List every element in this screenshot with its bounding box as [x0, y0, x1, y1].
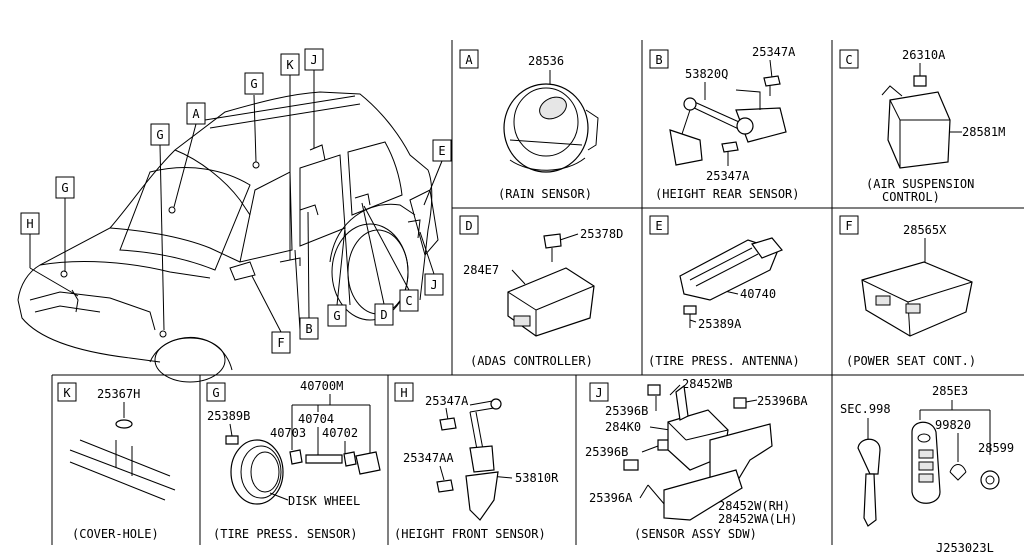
- part-26310a: 26310A: [902, 48, 946, 62]
- part-sec-998: SEC.998: [840, 402, 891, 416]
- panel-d-adas-controller: D 25378D 284E7 (ADAS CONTROLLER): [459, 215, 623, 368]
- part-25389b: 25389B: [207, 409, 250, 423]
- part-28581m: 28581M: [962, 125, 1005, 139]
- part-28536: 28536: [528, 54, 564, 68]
- svg-text:E: E: [655, 219, 662, 233]
- svg-text:H: H: [400, 386, 407, 400]
- part-25396ba: 25396BA: [757, 394, 808, 408]
- part-28452w-rh: 28452W(RH): [718, 499, 790, 513]
- vehicle-callout-g4: G: [327, 304, 347, 327]
- vehicle-callout-c: C: [399, 289, 419, 312]
- svg-text:F: F: [277, 336, 284, 350]
- caption-cover-hole: (COVER-HOLE): [72, 527, 159, 541]
- part-284e7: 284E7: [463, 263, 499, 277]
- vehicle-callout-e: E: [432, 139, 452, 162]
- part-25347a-bottom: 25347A: [706, 169, 750, 183]
- part-99820: 99820: [935, 418, 971, 432]
- panel-h-height-front-sensor: H 25347A 25347AA 53810R (HEIGHT FRONT SE…: [394, 382, 559, 541]
- part-53810r: 53810R: [515, 471, 559, 485]
- vehicle-callout-h: H: [20, 212, 40, 235]
- part-40703: 40703: [270, 426, 306, 440]
- svg-text:C: C: [845, 53, 852, 67]
- svg-text:K: K: [63, 386, 71, 400]
- part-25396b-top: 25396B: [605, 404, 648, 418]
- part-40700m: 40700M: [300, 379, 343, 393]
- panel-j-sensor-assy-sdw: J 28452WB 25396B 25396BA 284K0 25396B 25…: [585, 377, 808, 541]
- svg-text:D: D: [465, 219, 472, 233]
- caption-sensor-assy-sdw: (SENSOR ASSY SDW): [634, 527, 757, 541]
- vehicle-callout-g3: G: [55, 176, 75, 199]
- caption-air-suspension-1: (AIR SUSPENSION: [866, 177, 974, 191]
- caption-rain-sensor: (RAIN SENSOR): [498, 187, 592, 201]
- vehicle-callout-j1: J: [304, 48, 324, 71]
- svg-text:J: J: [595, 386, 602, 400]
- caption-tire-press-sensor: (TIRE PRESS. SENSOR): [213, 527, 358, 541]
- svg-text:J: J: [430, 278, 437, 292]
- part-25367h: 25367H: [97, 387, 140, 401]
- svg-text:G: G: [61, 181, 68, 195]
- caption-power-seat-cont: (POWER SEAT CONT.): [846, 354, 976, 368]
- panel-k-cover-hole: K 25367H (COVER-HOLE): [57, 382, 176, 541]
- panel-e-tire-press-antenna: E 40740 25389A (TIRE PRESS. ANTENNA): [648, 215, 800, 368]
- caption-height-front-sensor: (HEIGHT FRONT SENSOR): [394, 527, 546, 541]
- svg-text:G: G: [156, 128, 163, 142]
- panel-g-tire-press-sensor: G 40700M 25389B 40704 40703 40702 DISK W…: [206, 379, 381, 541]
- caption-height-rear-sensor: (HEIGHT REAR SENSOR): [655, 187, 800, 201]
- part-25347aa: 25347AA: [403, 451, 454, 465]
- part-284k0: 284K0: [605, 420, 641, 434]
- panel-intelligent-key: 285E3 SEC.998 99820 28599: [840, 384, 1014, 527]
- part-40740: 40740: [740, 287, 776, 301]
- part-28565x: 28565X: [903, 223, 947, 237]
- panel-grid: [51, 40, 1024, 545]
- part-disk-wheel: DISK WHEEL: [288, 494, 360, 508]
- panel-f-power-seat-cont: F 28565X (POWER SEAT CONT.): [839, 215, 976, 368]
- svg-text:B: B: [305, 322, 312, 336]
- svg-text:K: K: [286, 58, 294, 72]
- part-28452wa-lh: 28452WA(LH): [718, 512, 797, 526]
- vehicle-callout-k: K: [280, 53, 300, 76]
- part-25396a: 25396A: [589, 491, 633, 505]
- part-40702: 40702: [322, 426, 358, 440]
- part-25389a: 25389A: [698, 317, 742, 331]
- caption-air-suspension-2: CONTROL): [882, 190, 940, 204]
- vehicle-callout-b: B: [299, 317, 319, 340]
- part-28452wb: 28452WB: [682, 377, 733, 391]
- part-53820q: 53820Q: [685, 67, 728, 81]
- vehicle-callout-f: F: [271, 331, 291, 354]
- svg-text:H: H: [26, 217, 33, 231]
- panel-c-air-suspension-control: C 26310A 28581M (AIR SUSPENSION CONTROL): [839, 48, 1005, 204]
- part-25347a-front: 25347A: [425, 394, 469, 408]
- svg-text:E: E: [438, 144, 445, 158]
- part-40704: 40704: [298, 412, 334, 426]
- vehicle-callout-g2: G: [150, 123, 170, 146]
- caption-adas-controller: (ADAS CONTROLLER): [470, 354, 593, 368]
- vehicle-callout-a: A: [186, 102, 206, 125]
- vehicle-overview: G K J A G G E H: [17, 48, 452, 383]
- part-285e3: 285E3: [932, 384, 968, 398]
- svg-text:B: B: [655, 53, 662, 67]
- diagram-id: J253023L: [936, 541, 994, 555]
- svg-text:A: A: [465, 53, 473, 67]
- panel-a-rain-sensor: A 28536 (RAIN SENSOR): [459, 49, 599, 201]
- caption-tire-press-antenna: (TIRE PRESS. ANTENNA): [648, 354, 800, 368]
- svg-text:J: J: [310, 53, 317, 67]
- svg-text:D: D: [380, 308, 387, 322]
- svg-text:G: G: [212, 386, 219, 400]
- svg-text:A: A: [192, 107, 200, 121]
- vehicle-callout-d: D: [374, 303, 394, 326]
- part-28599: 28599: [978, 441, 1014, 455]
- svg-text:C: C: [405, 294, 412, 308]
- part-25347a-top: 25347A: [752, 45, 796, 59]
- vehicle-callout-j2: J: [424, 273, 444, 296]
- part-25378d: 25378D: [580, 227, 623, 241]
- panel-b-height-rear-sensor: B 53820Q 25347A 25347A (HEIGHT REAR SENS…: [649, 45, 800, 201]
- vehicle-callout-g1: G: [244, 72, 264, 95]
- svg-text:G: G: [333, 309, 340, 323]
- svg-text:G: G: [250, 77, 257, 91]
- part-25396b-mid: 25396B: [585, 445, 628, 459]
- svg-text:F: F: [845, 219, 852, 233]
